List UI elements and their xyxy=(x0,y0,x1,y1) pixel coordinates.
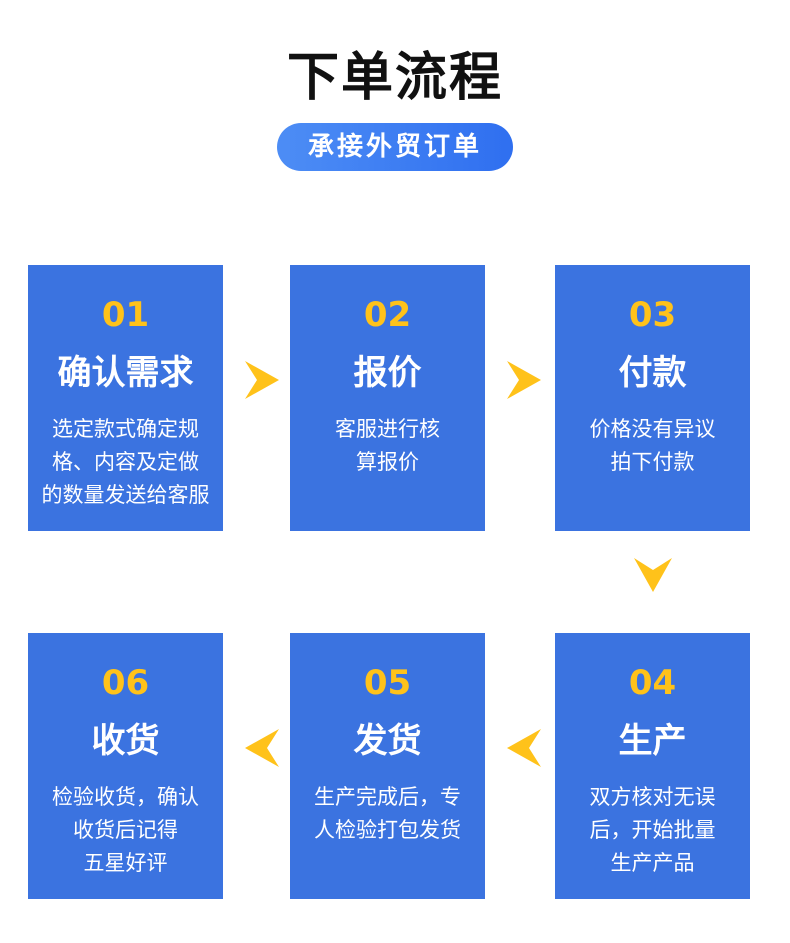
arrow-right-icon xyxy=(245,361,279,399)
step-description-line: 价格没有异议 xyxy=(589,417,716,441)
step-description-line: 后，开始批量 xyxy=(589,818,716,842)
step-description-line: 人检验打包发货 xyxy=(314,818,461,842)
step-description-line: 双方核对无误 xyxy=(589,785,716,809)
step-number: 06 xyxy=(101,663,150,703)
step-name: 报价 xyxy=(353,353,422,393)
step-description: 双方核对无误 后，开始批量 生产产品 xyxy=(555,781,750,880)
step-number: 01 xyxy=(101,295,150,335)
step-box-03: 03 付款 价格没有异议 拍下付款 xyxy=(555,265,750,531)
step-name: 确认需求 xyxy=(57,353,194,393)
step-description-line: 收货后记得 xyxy=(73,818,178,842)
step-box-01: 01 确认需求 选定款式确定规 格、内容及定做 的数量发送给客服 xyxy=(28,265,223,531)
step-description-line: 生产完成后，专 xyxy=(314,785,461,809)
step-box-06: 06 收货 检验收货，确认 收货后记得 五星好评 xyxy=(28,633,223,899)
step-description-line: 选定款式确定规 xyxy=(52,417,199,441)
step-description: 生产完成后，专 人检验打包发货 xyxy=(290,781,485,847)
step-description-line: 五星好评 xyxy=(83,851,168,875)
step-name: 生产 xyxy=(618,721,687,761)
step-description-line: 生产产品 xyxy=(610,851,695,875)
step-description-line: 拍下付款 xyxy=(610,450,695,474)
step-number: 03 xyxy=(628,295,677,335)
step-description: 检验收货，确认 收货后记得 五星好评 xyxy=(28,781,223,880)
step-box-02: 02 报价 客服进行核 算报价 xyxy=(290,265,485,531)
step-description-line: 的数量发送给客服 xyxy=(41,483,210,507)
step-number: 02 xyxy=(363,295,412,335)
step-box-04: 04 生产 双方核对无误 后，开始批量 生产产品 xyxy=(555,633,750,899)
step-name: 收货 xyxy=(91,721,160,761)
step-description: 客服进行核 算报价 xyxy=(290,413,485,479)
subtitle-pill: 承接外贸订单 xyxy=(277,123,513,171)
page-title: 下单流程 xyxy=(286,48,503,108)
step-description-line: 格、内容及定做 xyxy=(52,450,199,474)
step-description: 价格没有异议 拍下付款 xyxy=(555,413,750,479)
step-number: 05 xyxy=(363,663,412,703)
step-description-line: 客服进行核 xyxy=(335,417,440,441)
step-description-line: 检验收货，确认 xyxy=(52,785,199,809)
step-box-05: 05 发货 生产完成后，专 人检验打包发货 xyxy=(290,633,485,899)
step-name: 付款 xyxy=(618,353,687,393)
arrow-down-icon xyxy=(634,558,672,592)
step-description: 选定款式确定规 格、内容及定做 的数量发送给客服 xyxy=(28,413,223,512)
step-description-line: 算报价 xyxy=(356,450,419,474)
arrow-left-icon xyxy=(507,729,541,767)
step-name: 发货 xyxy=(353,721,422,761)
arrow-right-icon xyxy=(507,361,541,399)
arrow-left-icon xyxy=(245,729,279,767)
step-number: 04 xyxy=(628,663,677,703)
